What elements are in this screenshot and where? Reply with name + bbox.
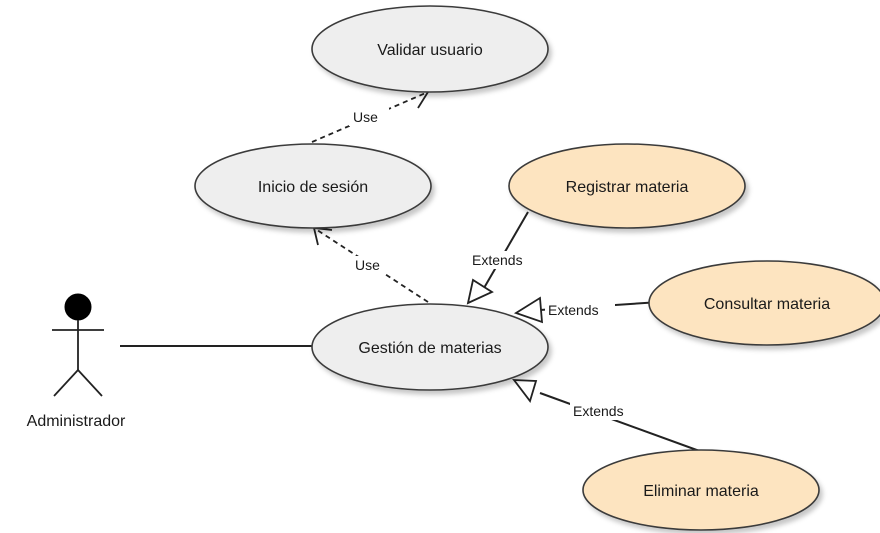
actor-head xyxy=(64,293,92,321)
use-case-registrar-materia[interactable]: Registrar materia xyxy=(508,143,746,229)
use-case-eliminar-materia[interactable]: Eliminar materia xyxy=(582,449,820,531)
use-case-validar-usuario[interactable]: Validar usuario xyxy=(311,5,549,93)
use-case-label: Validar usuario xyxy=(377,42,483,59)
use-case-inicio-sesion[interactable]: Inicio de sesión xyxy=(194,143,432,229)
extends-label-registrar: Extends xyxy=(472,252,523,268)
actor-administrador[interactable]: Administrador xyxy=(27,293,126,430)
use-case-label: Consultar materia xyxy=(704,296,830,313)
use-case-label: Inicio de sesión xyxy=(258,179,368,196)
relations xyxy=(120,87,706,454)
extends-relation-eliminar xyxy=(512,379,706,454)
extends-label-consultar: Extends xyxy=(548,302,599,318)
extends-relation-registrar xyxy=(466,211,529,305)
use-case-label: Registrar materia xyxy=(566,179,689,196)
actor-label: Administrador xyxy=(27,413,126,430)
use-case-consultar-materia[interactable]: Consultar materia xyxy=(648,260,880,346)
use-case-gestion-materias[interactable]: Gestión de materias xyxy=(311,303,549,391)
extends-label-eliminar: Extends xyxy=(573,403,624,419)
use-case-label: Gestión de materias xyxy=(358,340,501,357)
relation-labels: Use Use Extends Extends Extends xyxy=(349,108,642,420)
use-case-label: Eliminar materia xyxy=(643,483,759,500)
use-label-2: Use xyxy=(355,257,380,273)
use-label-1: Use xyxy=(353,109,378,125)
